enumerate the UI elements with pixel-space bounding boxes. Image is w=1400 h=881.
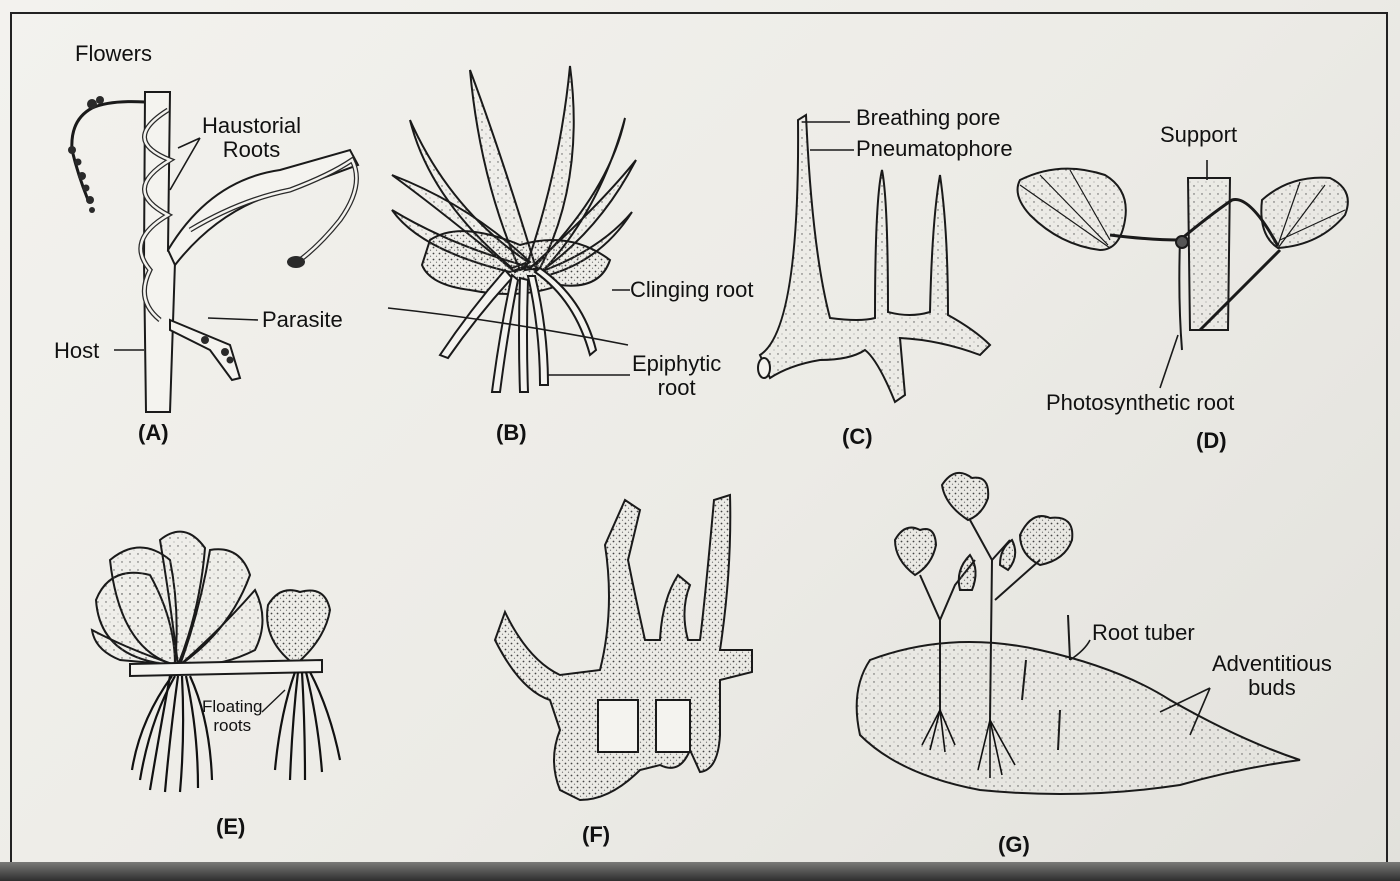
label-parasite: Parasite xyxy=(262,308,343,332)
label-epiphytic-root: Epiphytic root xyxy=(632,352,721,400)
caption-b: (B) xyxy=(496,420,527,446)
label-floating-roots: Floating roots xyxy=(202,697,262,735)
label-clinging-root: Clinging root xyxy=(630,278,754,302)
panel-f-drawing xyxy=(495,495,752,800)
label-pneumatophore: Pneumatophore xyxy=(856,137,1013,161)
caption-e: (E) xyxy=(216,814,245,840)
caption-g: (G) xyxy=(998,832,1030,858)
caption-d: (D) xyxy=(1196,428,1227,454)
panel-e-drawing xyxy=(92,532,340,792)
panel-g-drawing xyxy=(857,473,1300,794)
label-photosynthetic-root: Photosynthetic root xyxy=(1046,391,1234,415)
caption-a: (A) xyxy=(138,420,169,446)
label-host: Host xyxy=(54,339,99,363)
caption-c: (C) xyxy=(842,424,873,450)
label-root-tuber: Root tuber xyxy=(1092,621,1195,645)
label-flowers: Flowers xyxy=(75,42,152,66)
label-haustorial-roots: Haustorial Roots xyxy=(202,114,301,162)
panel-b-drawing xyxy=(388,66,636,392)
panel-d-drawing xyxy=(1018,160,1348,388)
caption-f: (F) xyxy=(582,822,610,848)
label-support: Support xyxy=(1160,123,1237,147)
label-breathing-pore: Breathing pore xyxy=(856,106,1000,130)
label-adventitious-buds: Adventitious buds xyxy=(1212,652,1332,700)
